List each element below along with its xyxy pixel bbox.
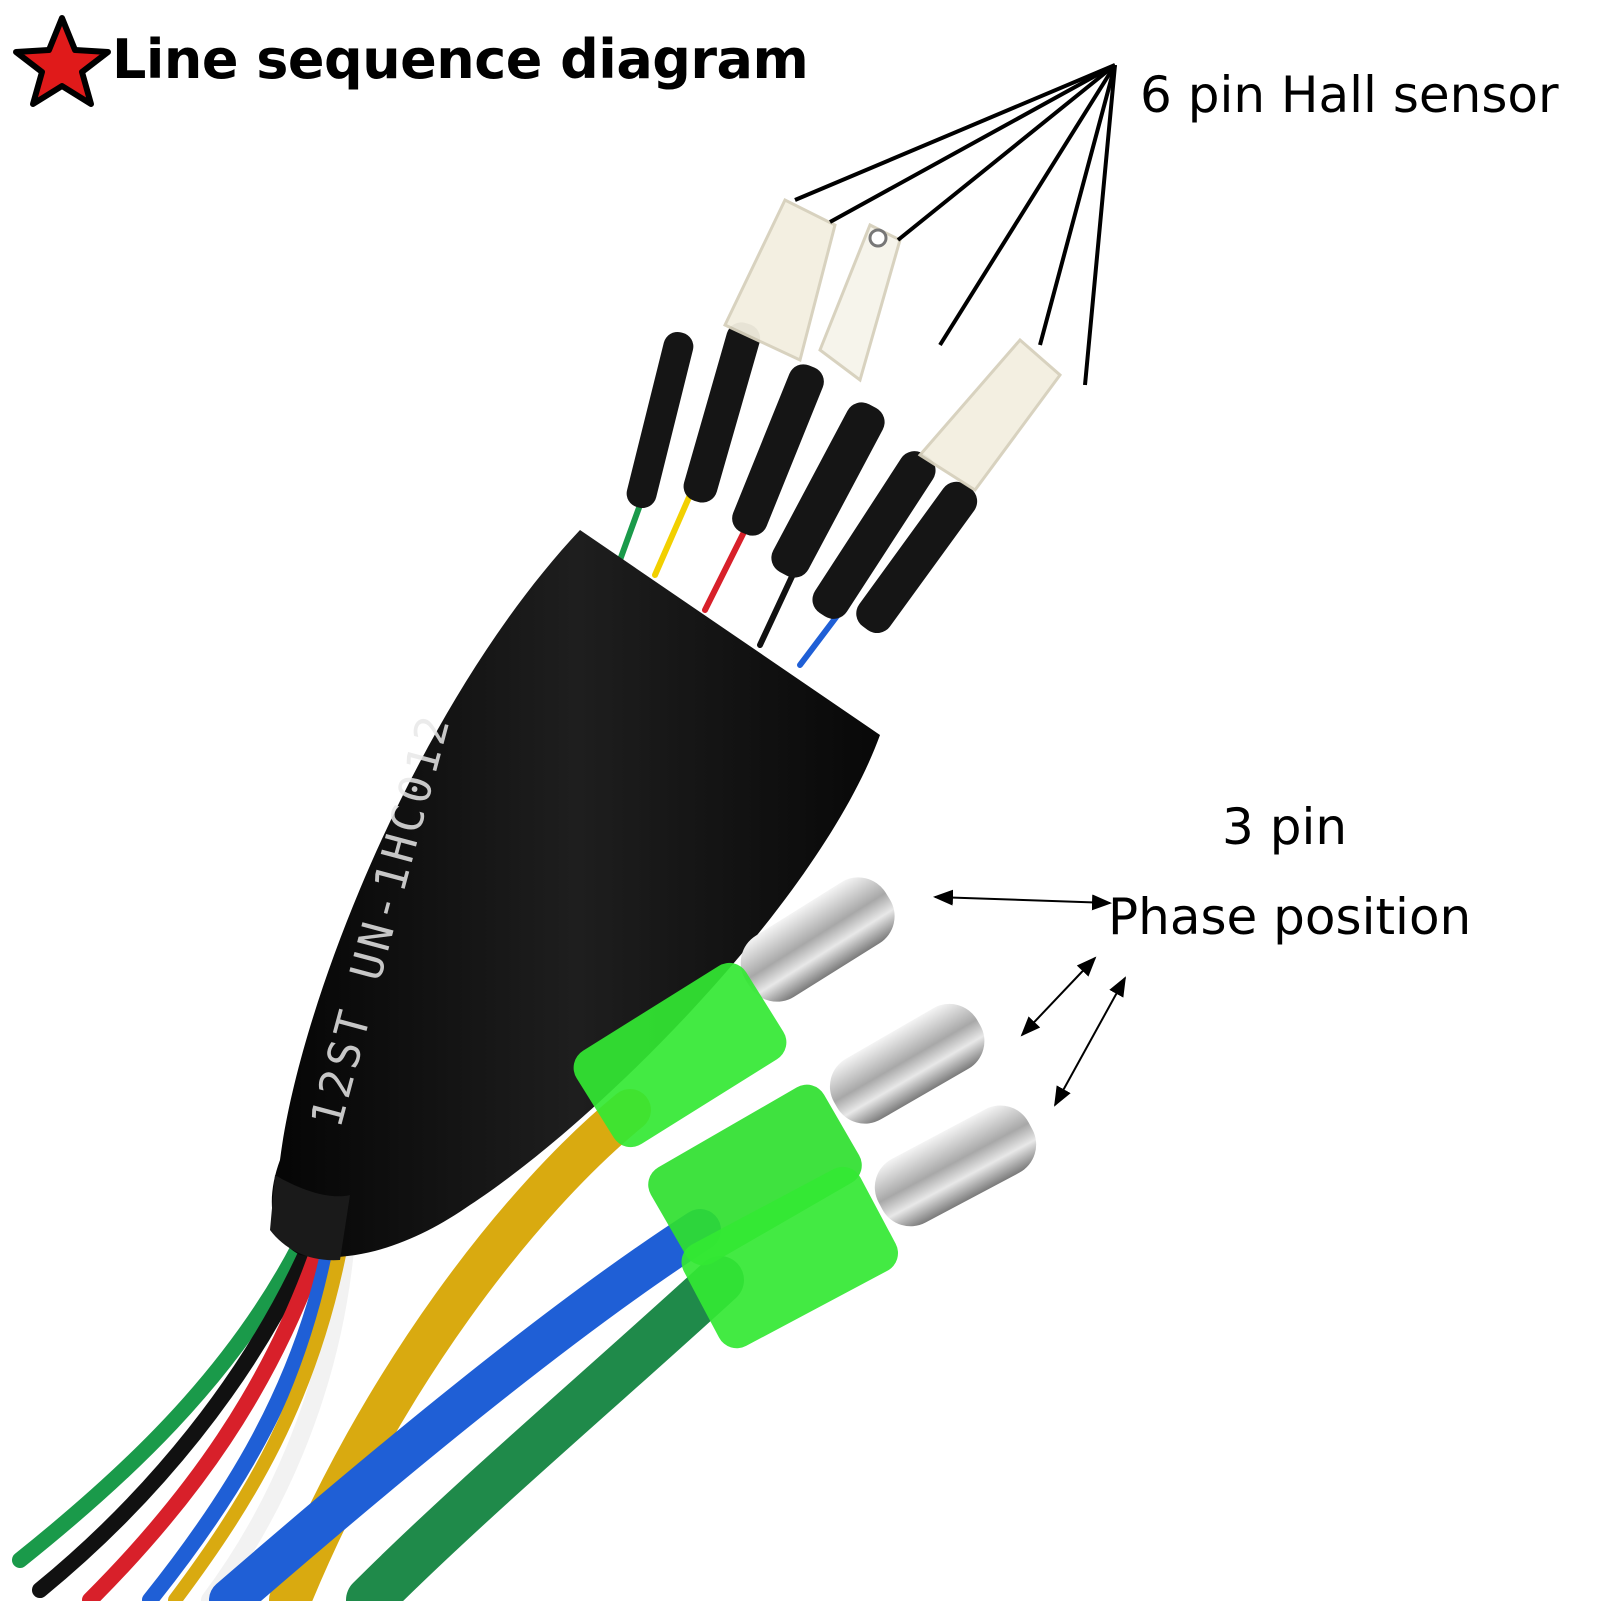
housing-hole bbox=[868, 228, 888, 248]
bundle-wire-yellow bbox=[168, 1243, 347, 1601]
phase-position-label: Phase position bbox=[1108, 888, 1472, 946]
clear-housing-3 bbox=[917, 337, 1063, 493]
phase-wire-blue bbox=[209, 1209, 721, 1601]
wire-bundle bbox=[12, 1237, 354, 1601]
hall-wire-green bbox=[617, 502, 643, 563]
hall-pin-4 bbox=[771, 402, 885, 578]
phase-wire-green bbox=[346, 1256, 744, 1601]
bundle-wire-black bbox=[32, 1237, 318, 1598]
phase-connector-3 bbox=[681, 1105, 1037, 1349]
bundle-wire-white bbox=[201, 1241, 354, 1601]
phase-connector-1 bbox=[573, 877, 895, 1148]
phase-wires bbox=[209, 1089, 744, 1601]
hall-callout-lines bbox=[794, 63, 1117, 386]
phase-connectors bbox=[573, 877, 1037, 1349]
phase-pin-count-label: 3 pin bbox=[1222, 798, 1348, 856]
hall-pin-6 bbox=[856, 481, 978, 634]
hall-connectors bbox=[626, 197, 1063, 634]
bundle-wire-blue bbox=[142, 1237, 338, 1601]
hall-wires bbox=[617, 492, 843, 668]
hall-pin-2 bbox=[683, 322, 761, 503]
phase-callout-arrows bbox=[933, 889, 1126, 1107]
clear-housing-2 bbox=[818, 222, 902, 383]
hall-wire-blue bbox=[797, 609, 843, 668]
phase-connector-2 bbox=[648, 1003, 985, 1266]
hall-sensor-label: 6 pin Hall sensor bbox=[1140, 66, 1559, 124]
clear-housing-1 bbox=[722, 197, 837, 363]
bundle-wire-green bbox=[12, 1237, 308, 1568]
hall-pin-3 bbox=[732, 364, 824, 536]
hall-wire-yellow bbox=[652, 492, 693, 578]
hall-pin-1 bbox=[626, 332, 694, 508]
bundle-wire-red bbox=[82, 1237, 328, 1601]
hall-wire-red bbox=[702, 527, 748, 613]
hall-wire-black bbox=[757, 567, 798, 648]
hall-pin-5 bbox=[812, 451, 936, 619]
diagram-title: Line sequence diagram bbox=[112, 28, 809, 91]
star-icon bbox=[13, 15, 111, 107]
